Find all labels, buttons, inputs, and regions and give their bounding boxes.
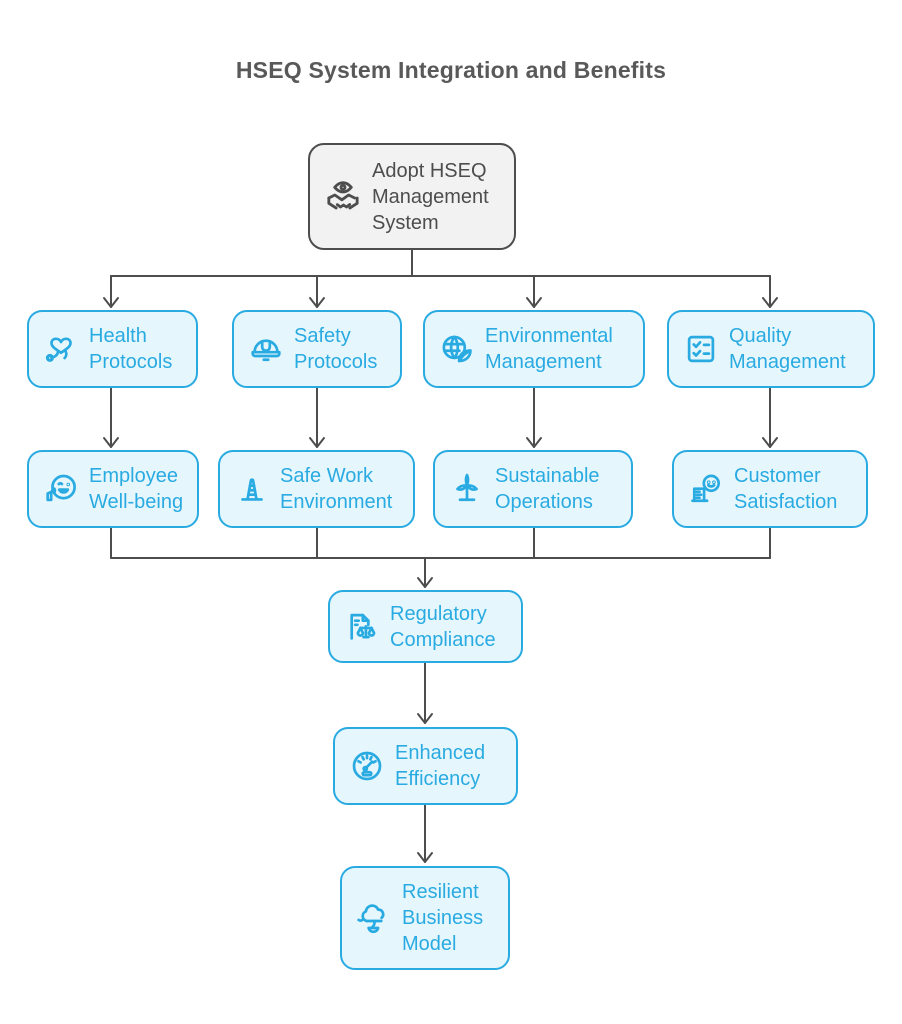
node-label: Quality Management xyxy=(729,325,846,373)
arrowhead xyxy=(526,297,542,308)
node-label: Employee Well-being xyxy=(89,465,184,513)
arrowhead xyxy=(417,713,433,724)
node-safety-protocols: Safety Protocols xyxy=(232,310,402,388)
node-employee-well-being: Employee Well-being xyxy=(27,450,199,528)
document-scales-icon xyxy=(343,608,381,646)
resilient-tree-cloud-icon xyxy=(355,899,393,937)
arrowhead xyxy=(103,437,119,448)
node-label: Safe Work Environment xyxy=(280,465,393,513)
globe-leaf-icon xyxy=(438,330,476,368)
building-smiley-icon xyxy=(687,470,725,508)
arrowhead xyxy=(526,437,542,448)
node-quality-management: Quality Management xyxy=(667,310,875,388)
node-customer-satisfaction: Customer Satisfaction xyxy=(672,450,868,528)
smiley-thumbs-up-icon xyxy=(42,470,80,508)
arrowhead xyxy=(103,297,119,308)
node-environmental-management: Environmental Management xyxy=(423,310,645,388)
heart-stethoscope-icon xyxy=(42,330,80,368)
wind-turbine-icon xyxy=(448,470,486,508)
supervision-eye-handshake-icon xyxy=(323,177,363,217)
node-label: Safety Protocols xyxy=(294,325,378,373)
hard-hat-icon xyxy=(247,330,285,368)
diagram-title: HSEQ System Integration and Benefits xyxy=(235,57,667,83)
node-label: Resilient Business Model xyxy=(402,881,484,955)
speedometer-icon xyxy=(348,747,386,785)
node-label: Adopt HSEQ Management System xyxy=(372,159,489,234)
connectors xyxy=(103,249,778,863)
traffic-cone-icon xyxy=(233,470,271,508)
arrowhead xyxy=(762,297,778,308)
node-label: Environmental Management xyxy=(485,325,613,373)
node-health-protocols: Health Protocols xyxy=(27,310,198,388)
node-label: Regulatory Compliance xyxy=(390,602,496,651)
node-label: Enhanced Efficiency xyxy=(395,742,486,790)
node-label: Sustainable Operations xyxy=(495,465,600,513)
arrowhead xyxy=(417,577,433,588)
node-safe-work-environment: Safe Work Environment xyxy=(218,450,415,528)
arrowhead xyxy=(417,852,433,863)
node-adopt-hseq-system: Adopt HSEQ Management System xyxy=(308,143,516,250)
checklist-icon xyxy=(682,330,720,368)
node-enhanced-efficiency: Enhanced Efficiency xyxy=(333,727,518,805)
node-label: Health Protocols xyxy=(89,325,173,373)
arrowhead xyxy=(309,297,325,308)
node-regulatory-compliance: Regulatory Compliance xyxy=(328,590,523,663)
node-resilient-business-model: Resilient Business Model xyxy=(340,866,510,970)
node-sustainable-operations: Sustainable Operations xyxy=(433,450,633,528)
arrowhead xyxy=(309,437,325,448)
arrowhead xyxy=(762,437,778,448)
node-label: Customer Satisfaction xyxy=(734,465,838,513)
